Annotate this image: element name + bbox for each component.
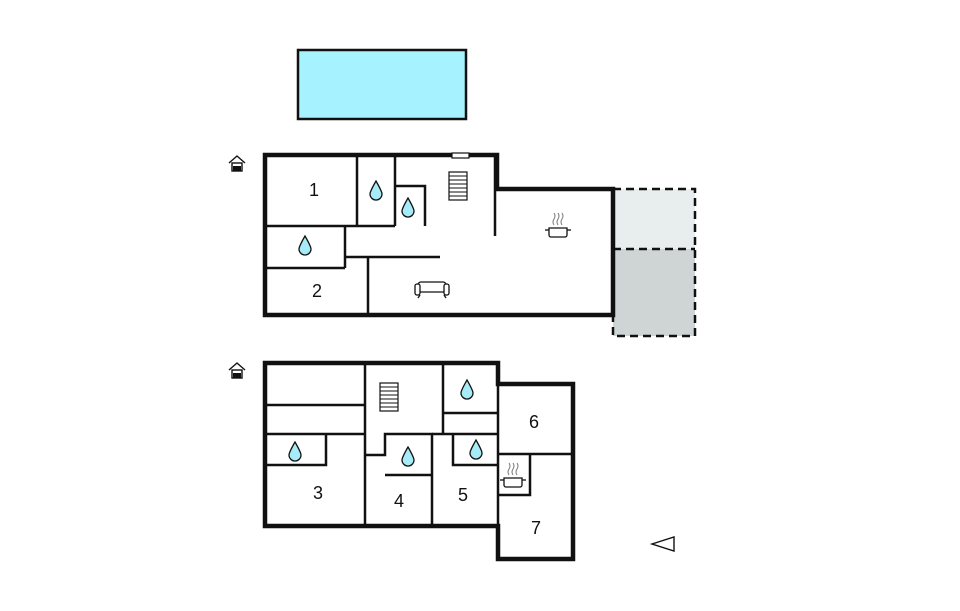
compass-arrow-icon — [649, 536, 675, 552]
lower-floor: 3 4 5 6 7 — [262, 360, 576, 562]
house-entrance-icon — [228, 155, 246, 172]
staircase-icon — [379, 382, 399, 412]
room-label-3: 3 — [313, 483, 323, 503]
room-label-4: 4 — [394, 491, 404, 511]
room-label-5: 5 — [458, 485, 468, 505]
house-entrance-icon — [228, 362, 246, 379]
room-label-2: 2 — [312, 281, 322, 301]
sofa-icon — [414, 281, 450, 299]
staircase-icon — [448, 171, 468, 201]
terrace — [611, 187, 697, 338]
room-label-6: 6 — [529, 412, 539, 432]
upper-floor: 1 2 — [262, 152, 616, 318]
room-label-7: 7 — [531, 518, 541, 538]
pool — [296, 48, 468, 121]
room-label-1: 1 — [309, 180, 319, 200]
